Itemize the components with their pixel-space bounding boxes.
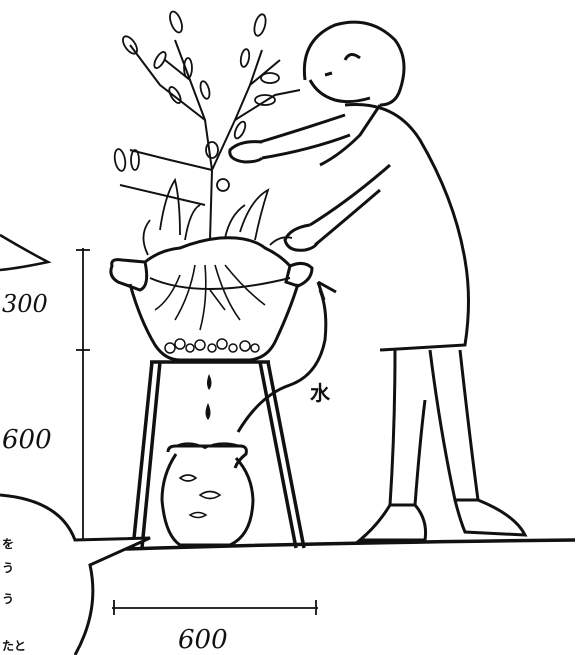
speech-bubble-top (0, 235, 48, 270)
speech-bubble-bottom (0, 495, 150, 655)
water-drops (206, 374, 212, 420)
height-label-upper: 300 (2, 290, 48, 318)
jar-fish (180, 475, 220, 518)
plant-leaves (113, 10, 279, 191)
planter-foliage (143, 180, 292, 255)
water-jar (162, 443, 253, 545)
height-label-lower: 600 (2, 425, 52, 455)
planter-soil-roots (155, 265, 265, 330)
water-label: 水 (310, 381, 331, 405)
width-dimension-line (112, 600, 318, 615)
bubble-text-line-2: う (2, 561, 14, 575)
planter-stones (165, 339, 259, 353)
planter-bowl (111, 238, 312, 360)
width-label: 600 (178, 625, 228, 655)
plant-branches (120, 40, 300, 240)
bubble-text-line-3: う (2, 592, 14, 606)
water-cycle-arrow (238, 282, 336, 432)
bubble-text-line-1: を (2, 537, 14, 551)
height-dimension-line (76, 248, 90, 552)
bubble-text-line-4: たと (2, 639, 26, 653)
ground-line (95, 540, 575, 550)
